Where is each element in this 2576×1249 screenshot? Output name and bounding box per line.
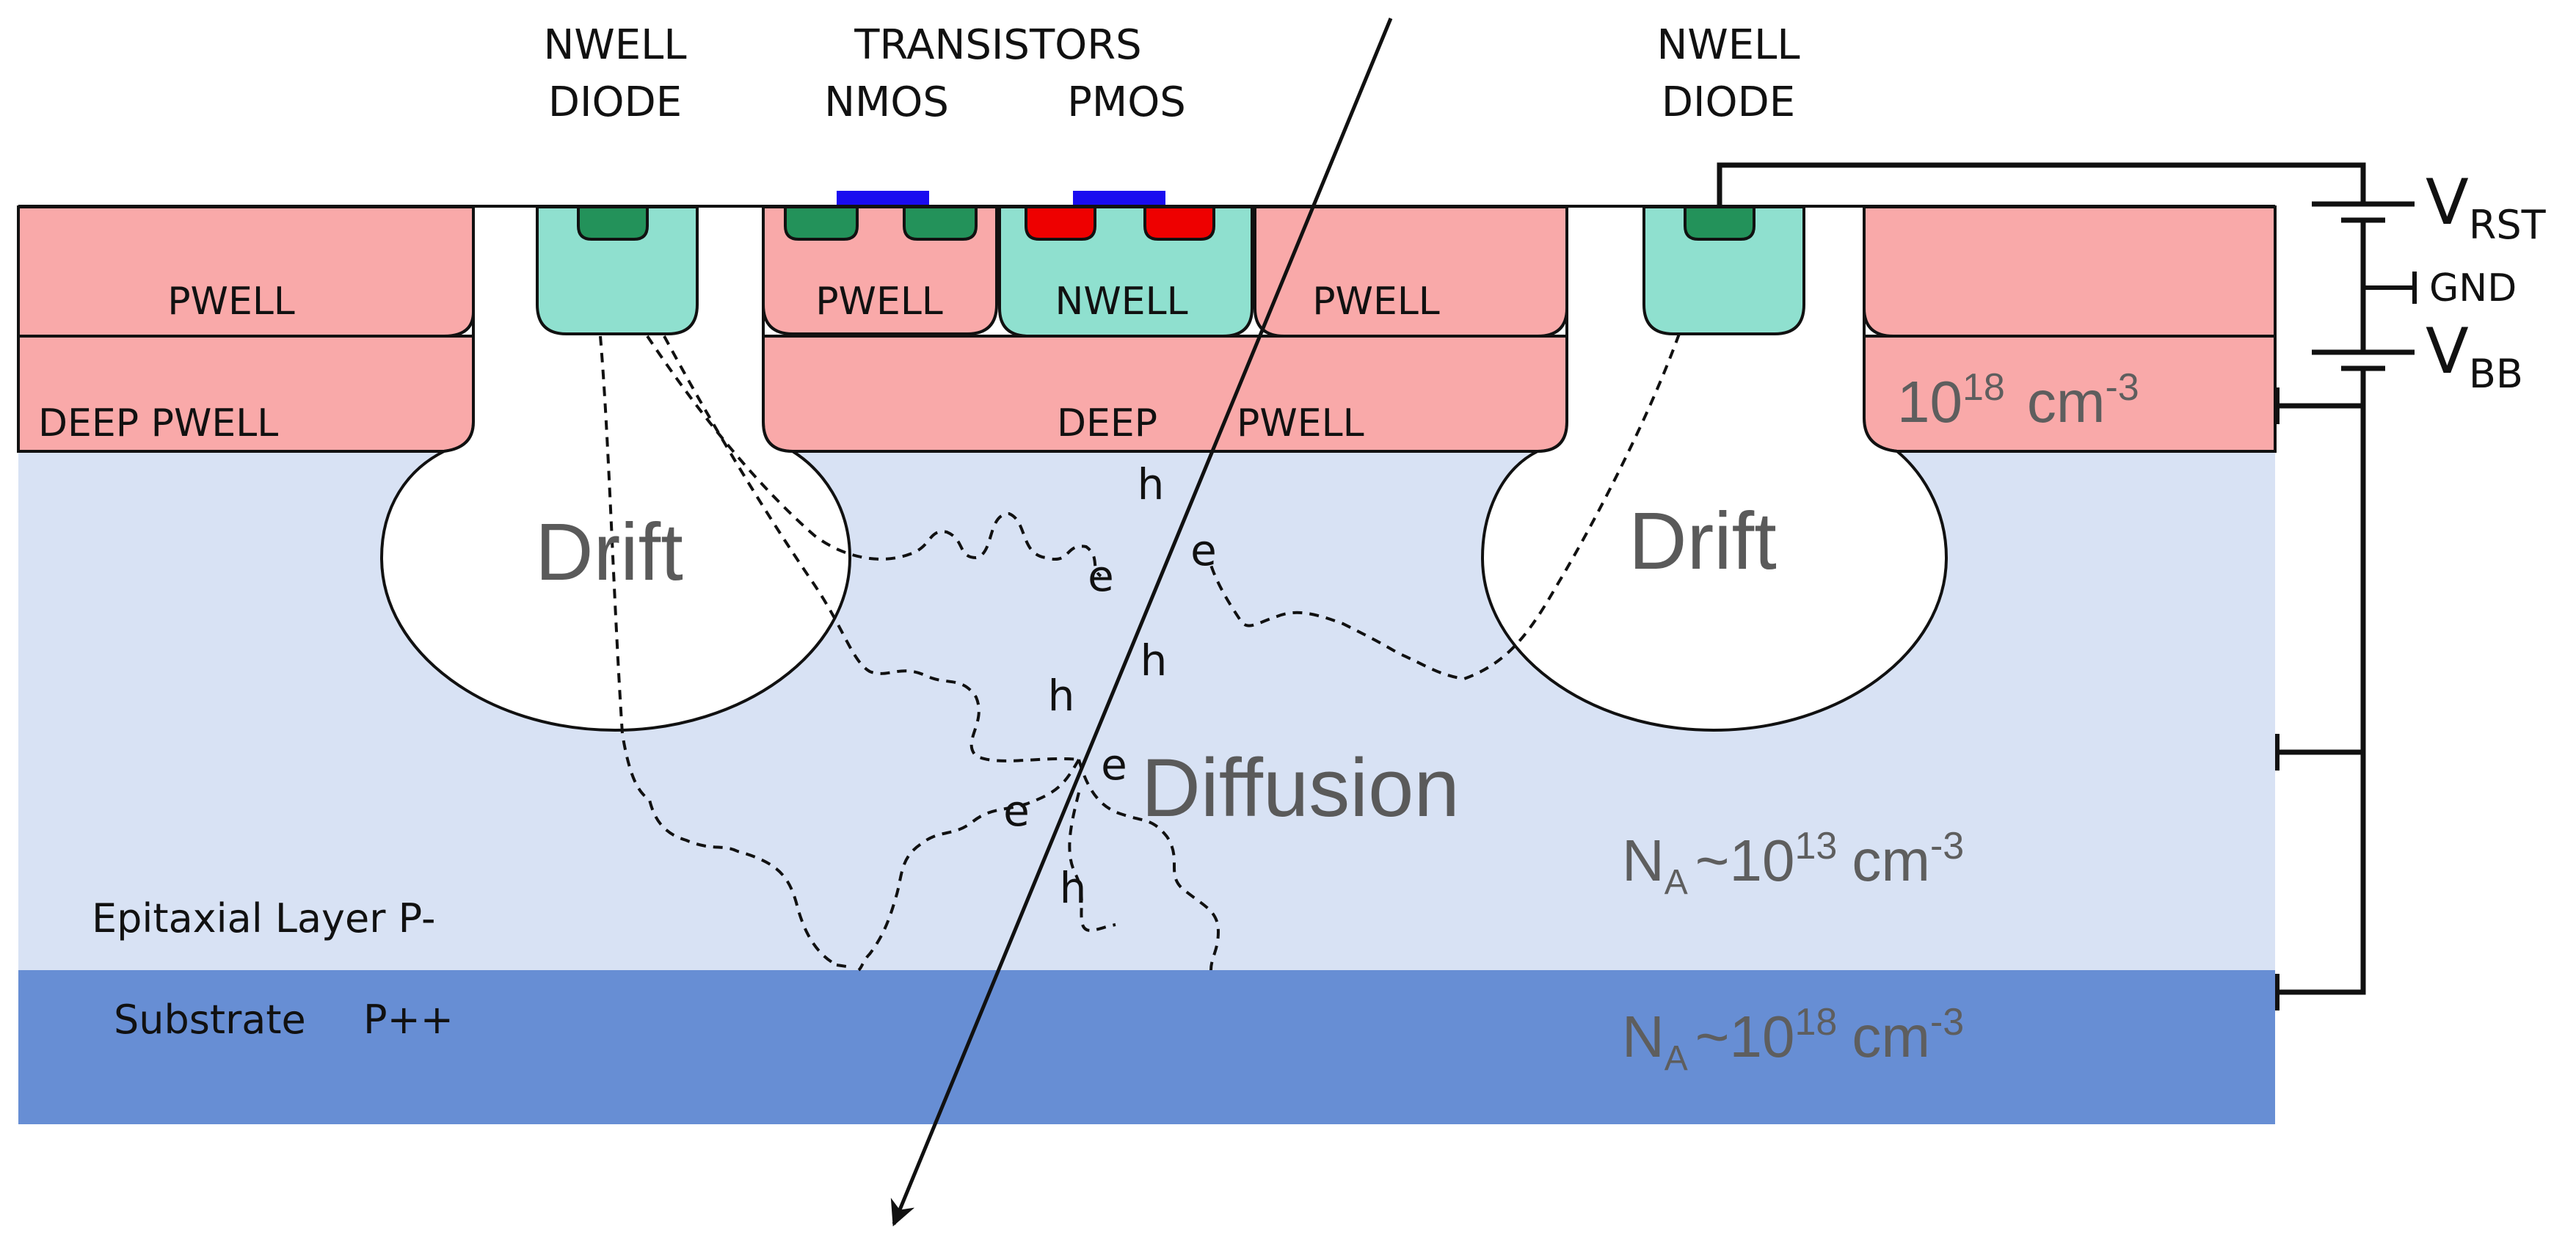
vrst-wire [1717,162,2366,207]
drift-region-left [382,207,850,730]
substrate-layer [18,970,2275,1124]
deep-pwell-center-label-b: PWELL [1237,401,1364,445]
nmos-source-contact [784,205,859,241]
diode-contact-right [1684,205,1755,241]
electron-label-2: e [1190,525,1217,575]
hole-label-3: h [1048,671,1075,721]
deep-pwell-left-label: DEEP PWELL [38,401,278,445]
carrier-path-center-down [857,759,1080,972]
pwell-right [1863,205,2277,338]
epitaxial-label: Epitaxial Layer P- [92,895,435,942]
nwell-diode-left [536,205,699,335]
vbb-label: VBB [2426,315,2523,397]
right-diode-label-line2: DIODE [1662,79,1795,126]
carrier-path-hole-mid [1068,792,1116,932]
transistors-label: TRANSISTORS [854,21,1141,69]
deep-pwell-center [762,335,1568,453]
nwell-diode-right [1642,205,1805,335]
drift-label-left: Drift [535,507,683,597]
diode-contact-left [577,205,649,241]
nmos-gate [837,191,929,205]
electron-label-1: e [1088,551,1114,601]
gnd-label: GND [2429,266,2517,310]
pmos-drain-contact [1143,205,1215,241]
vrst-label: VRST [2426,166,2547,248]
hole-label-1: h [1138,459,1165,509]
carrier-path-right-drift [1209,333,1681,681]
carrier-path-left-down [599,335,837,966]
electron-label-3: e [1101,740,1127,790]
right-diode-label-line1: NWELL [1656,21,1800,69]
hole-label-4: h [1060,863,1087,913]
carrier-path-mid-lower [663,335,1080,762]
particle-track-arrow [890,18,1393,1227]
pmos-source-contact [1025,205,1096,241]
substrate-label-b: P++ [363,997,454,1043]
nmos-drain-contact [903,205,978,241]
left-diode-label-line1: NWELL [543,21,686,69]
electron-label-4: e [1003,786,1030,836]
substrate-label-a: Substrate [114,997,306,1043]
carrier-path-center-right [1077,759,1220,971]
hole-label-2: h [1140,636,1168,685]
diffusion-label: Diffusion [1141,742,1460,834]
pmos-label: PMOS [1067,79,1186,126]
pwell-nmos-label: PWELL [815,280,943,324]
deep-pwell-center-label-a: DEEP [1057,401,1157,445]
carrier-path-left-tail [836,964,852,969]
vbb-bus [2277,368,2366,995]
nmos-label: NMOS [824,79,949,126]
nwell-pmos-label: NWELL [1055,280,1187,324]
pwell-left-label: PWELL [167,280,295,324]
drift-label-right: Drift [1629,496,1777,586]
drift-region-right [1482,207,1946,730]
pwell-right-label: PWELL [1312,280,1440,324]
pmos-gate [1073,191,1165,205]
left-diode-label-line2: DIODE [548,79,682,126]
